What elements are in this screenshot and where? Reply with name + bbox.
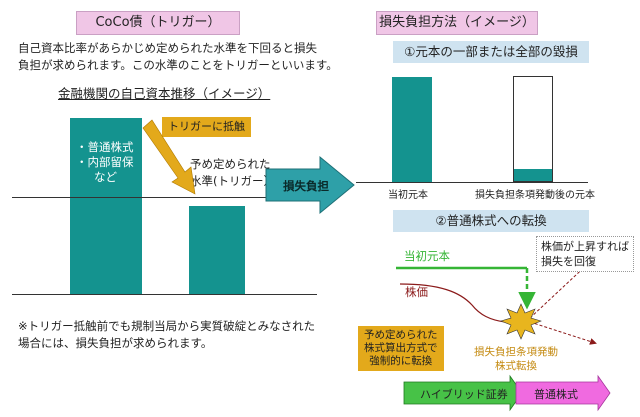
note-line-2: 場合には、損失負担が求められます。: [18, 336, 213, 350]
capital-bar-before: ・普通株式 ・内部留保 など: [70, 118, 142, 294]
method1-baseline: [356, 182, 588, 183]
right-panel-title: 損失負担方法（イメージ）: [376, 11, 538, 35]
stock-price-label: 株価: [405, 285, 428, 299]
chart-title: 金融機関の自己資本推移（イメージ）: [58, 86, 271, 101]
stock-price-curve: [399, 283, 506, 323]
loss-big-arrow: [265, 155, 355, 215]
recover-line-1: 株価が上昇すれば: [541, 240, 629, 253]
trigger-diagonal-arrow: [142, 119, 196, 195]
trigger-line: [12, 197, 282, 198]
capital-bar-text: ・普通株式 ・内部留保 など: [70, 118, 142, 185]
threshold-line-1: 予め定められた: [190, 157, 271, 171]
method1-title: ①元本の一部または全部の毀損: [393, 41, 589, 63]
common-stock-label: 普通株式: [534, 388, 578, 401]
trigger-conv-line-1: 損失負担条項発動: [474, 346, 558, 358]
trigger-conv-line-2: 株式転換: [495, 360, 537, 372]
loss-arrow-label: 損失負担: [283, 179, 329, 193]
conversion-line-3: 強制的に転換: [369, 355, 433, 367]
conversion-method-box: 予め定められた 株式算出方式で 強制的に転換: [358, 326, 444, 371]
stock-arrow: [515, 374, 611, 412]
bar-line-etc: など: [94, 170, 117, 184]
hybrid-label: ハイブリッド証券: [420, 388, 508, 401]
note-line-1: ※トリガー抵触前でも規制当局から実質破綻とみなされた: [18, 319, 316, 333]
bar1-label: 当初元本: [388, 190, 428, 201]
intro-line-1: 自己資本比率があらかじめ定められた水準を下回ると損失: [18, 41, 317, 55]
trigger-burst-icon: [500, 303, 542, 340]
recover-label: 株価が上昇すれば 損失を回復: [536, 236, 634, 272]
principal-bar-initial: [392, 77, 432, 183]
bar-line-retained: ・内部留保: [76, 155, 134, 169]
principal-bar-after: [513, 76, 553, 182]
intro-line-2: 負担が求められます。この水準のことをトリガーといいます。: [18, 58, 338, 72]
conversion-line-1: 予め定められた: [364, 329, 438, 341]
recover-arrow-flat: [529, 321, 597, 345]
recover-line-2: 損失を回復: [541, 255, 596, 268]
baseline: [12, 294, 317, 295]
method2-title: ②普通株式への転換: [393, 210, 589, 232]
bar2-label: 損失負担条項発動後の元本: [475, 190, 595, 201]
threshold-label: 予め定められた 水準(トリガー）: [190, 156, 275, 190]
trigger-conversion-label: 損失負担条項発動 株式転換: [474, 345, 558, 373]
conversion-line-2: 株式算出方式で: [364, 342, 438, 354]
trigger-hit-box: トリガーに抵触: [162, 117, 251, 137]
bar-line-stock: ・普通株式: [76, 140, 134, 154]
capital-bar-after: [189, 206, 245, 294]
intro-text: 自己資本比率があらかじめ定められた水準を下回ると損失 負担が求められます。この水…: [18, 40, 348, 74]
left-arrows: [142, 119, 355, 215]
left-panel-title: CoCo債（トリガー）: [76, 11, 240, 35]
note-text: ※トリガー抵触前でも規制当局から実質破綻とみなされた 場合には、損失負担が求めら…: [18, 318, 338, 352]
threshold-line-2: 水準(トリガー）: [190, 174, 275, 188]
principal-bar-remaining: [514, 169, 552, 181]
principal-label: 当初元本: [404, 249, 450, 263]
